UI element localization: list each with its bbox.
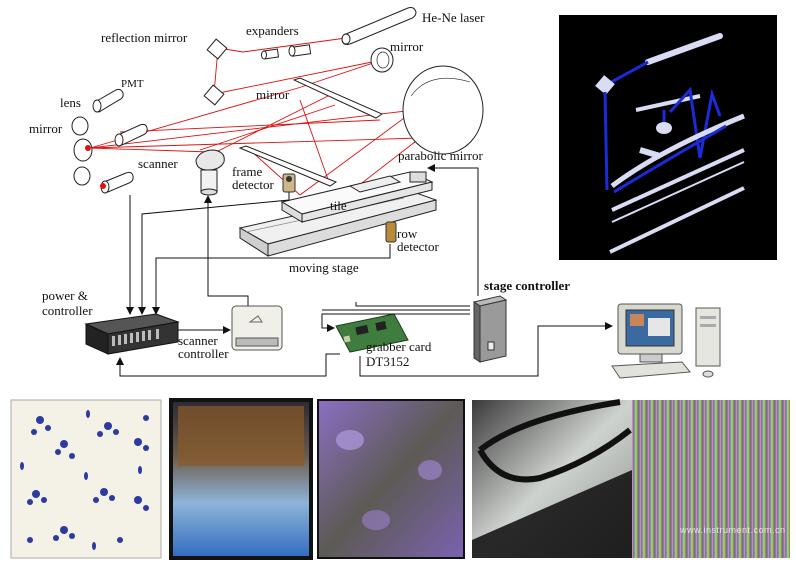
laser-beam-paths: [89, 37, 421, 201]
pmt-label: PMT: [121, 78, 144, 90]
mid-mirror: [292, 77, 384, 119]
scanner-controller-label-1: scanner: [178, 333, 218, 348]
he-ne-laser-label: He-Ne laser: [422, 10, 485, 25]
stage-controller-label: stage controller: [484, 278, 570, 293]
frame-detector-label-1: frame: [232, 164, 263, 179]
row-detector-label-1: row: [397, 226, 418, 241]
pmt-detector: [92, 88, 148, 194]
render-3d-panel: [559, 15, 777, 260]
scanner-controller-box: [231, 305, 283, 351]
tile-image-brown-blue: [169, 398, 313, 560]
top-mirror: [370, 47, 394, 73]
tile-photo-printed: [10, 399, 162, 559]
tile-label: tile: [330, 198, 347, 213]
frame-detector-label-2: detector: [232, 177, 275, 192]
reflection-mirrors: [203, 38, 228, 106]
tile-image-rainbow: [632, 400, 790, 558]
beam-expanders: [261, 44, 312, 60]
computer: [611, 303, 721, 379]
power-controller-box: [84, 313, 180, 355]
parabolic-mirror-label: parabolic mirror: [398, 148, 483, 163]
reflection-mirror-label: reflection mirror: [101, 30, 188, 45]
he-ne-laser: [341, 7, 417, 45]
signal-wires: [116, 164, 613, 377]
lens-label: lens: [60, 95, 81, 110]
stage-controller-box: [472, 295, 508, 363]
parabolic-mirror: [402, 65, 484, 155]
row-detector-label-2: detector: [397, 239, 440, 254]
frame-detector: [282, 173, 296, 193]
scanner: [195, 149, 225, 196]
scanner-controller-label-2: controller: [178, 346, 229, 361]
grabber-card-label-2: DT3152: [366, 354, 409, 369]
power-controller-label-1: power &: [42, 288, 88, 303]
left-mirrors: [71, 116, 93, 186]
mirror-left-label: mirror: [29, 121, 63, 136]
scanner-label: scanner: [138, 156, 178, 171]
grabber-card-label-1: grabber card: [366, 339, 432, 354]
row-detector: [385, 221, 397, 243]
expanders-label: expanders: [246, 23, 299, 38]
watermark: www.instrument.com.cn: [680, 525, 786, 535]
mirror-top-label: mirror: [390, 39, 424, 54]
moving-stage-label: moving stage: [289, 260, 359, 275]
tile-closeup-grayscale: [472, 399, 632, 558]
grabber-card: [335, 313, 409, 353]
moving-stage: [238, 171, 438, 257]
tile-image-purple: [317, 399, 465, 559]
power-controller-label-2: controller: [42, 303, 93, 318]
mirror-mid-label: mirror: [256, 87, 290, 102]
stage-mirror: [238, 145, 338, 187]
